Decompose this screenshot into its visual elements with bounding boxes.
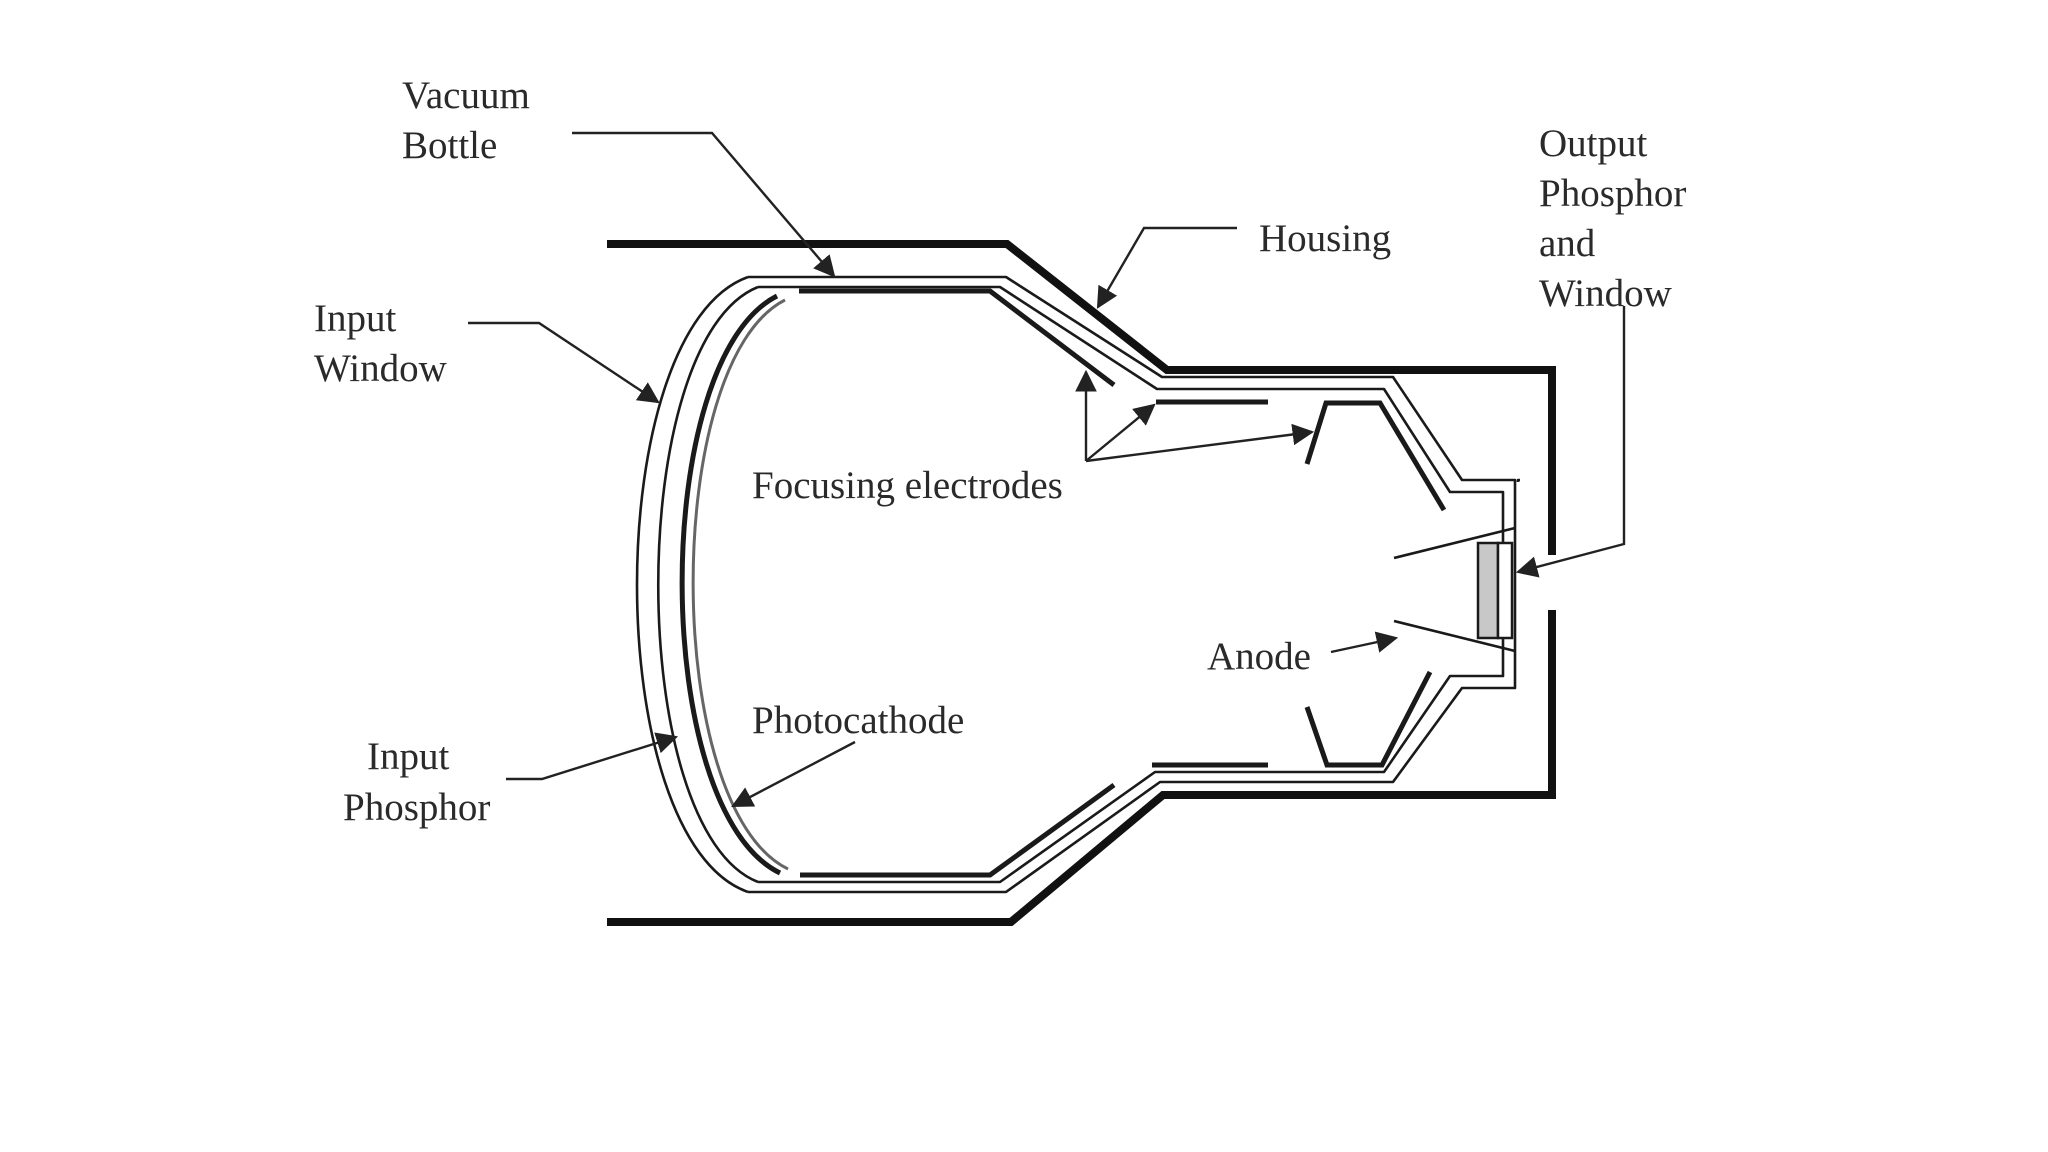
photocathode-layer [691,298,789,871]
leader-photocathode [731,740,856,808]
leader-focusing-2 [1085,403,1156,462]
focusing-electrode-lower-1 [800,782,1116,878]
label-focusing-electrodes: Focusing electrodes [752,464,1063,507]
beam-line-upper [1393,526,1516,560]
leader-input-phosphor [506,732,679,781]
anode-upper [1304,400,1447,512]
leader-output-phosphor [1515,306,1626,578]
leader-housing [1096,226,1237,309]
label-output-phosphor: Output Phosphor and Window [1539,122,1696,315]
leader-focusing-3 [1085,423,1315,463]
input-phosphor-layer [679,293,782,876]
label-output-phosphor-line3: and [1539,222,1596,265]
label-input-phosphor-line1: Input [367,735,449,778]
output-phosphor [1476,541,1500,640]
label-output-phosphor-line4: Window [1539,272,1672,315]
label-output-phosphor-line1: Output [1539,122,1648,165]
leader-vacuum-bottle [572,131,836,278]
leader-anode [1330,631,1399,654]
label-anode: Anode [1207,635,1311,678]
leader-input-window [468,321,660,404]
label-vacuum-bottle: Vacuum Bottle [402,74,540,167]
label-input-window-line2: Window [314,347,447,390]
input-window-outer [635,275,749,894]
label-input-phosphor: Input Phosphor [343,735,490,829]
label-output-phosphor-line2: Phosphor [1539,172,1686,215]
anode-lower [1304,670,1433,768]
housing-top [607,240,1556,555]
beam-line-lower [1393,619,1516,653]
housing-bottom [607,610,1556,926]
label-vacuum-bottle-line2: Bottle [402,124,497,167]
vacuum-bottle-outer [1516,478,1520,482]
vacuum-bottle-outer-top [748,275,1517,894]
label-input-window: Input Window [314,297,447,390]
output-window [1496,541,1514,640]
label-input-phosphor-line2: Phosphor [343,786,490,829]
label-input-window-line1: Input [314,297,396,340]
label-housing: Housing [1259,217,1391,260]
input-window-inner [656,285,759,884]
label-vacuum-bottle-line1: Vacuum [402,74,530,117]
label-photocathode: Photocathode [752,699,964,742]
focusing-electrode-upper-1 [799,288,1116,387]
